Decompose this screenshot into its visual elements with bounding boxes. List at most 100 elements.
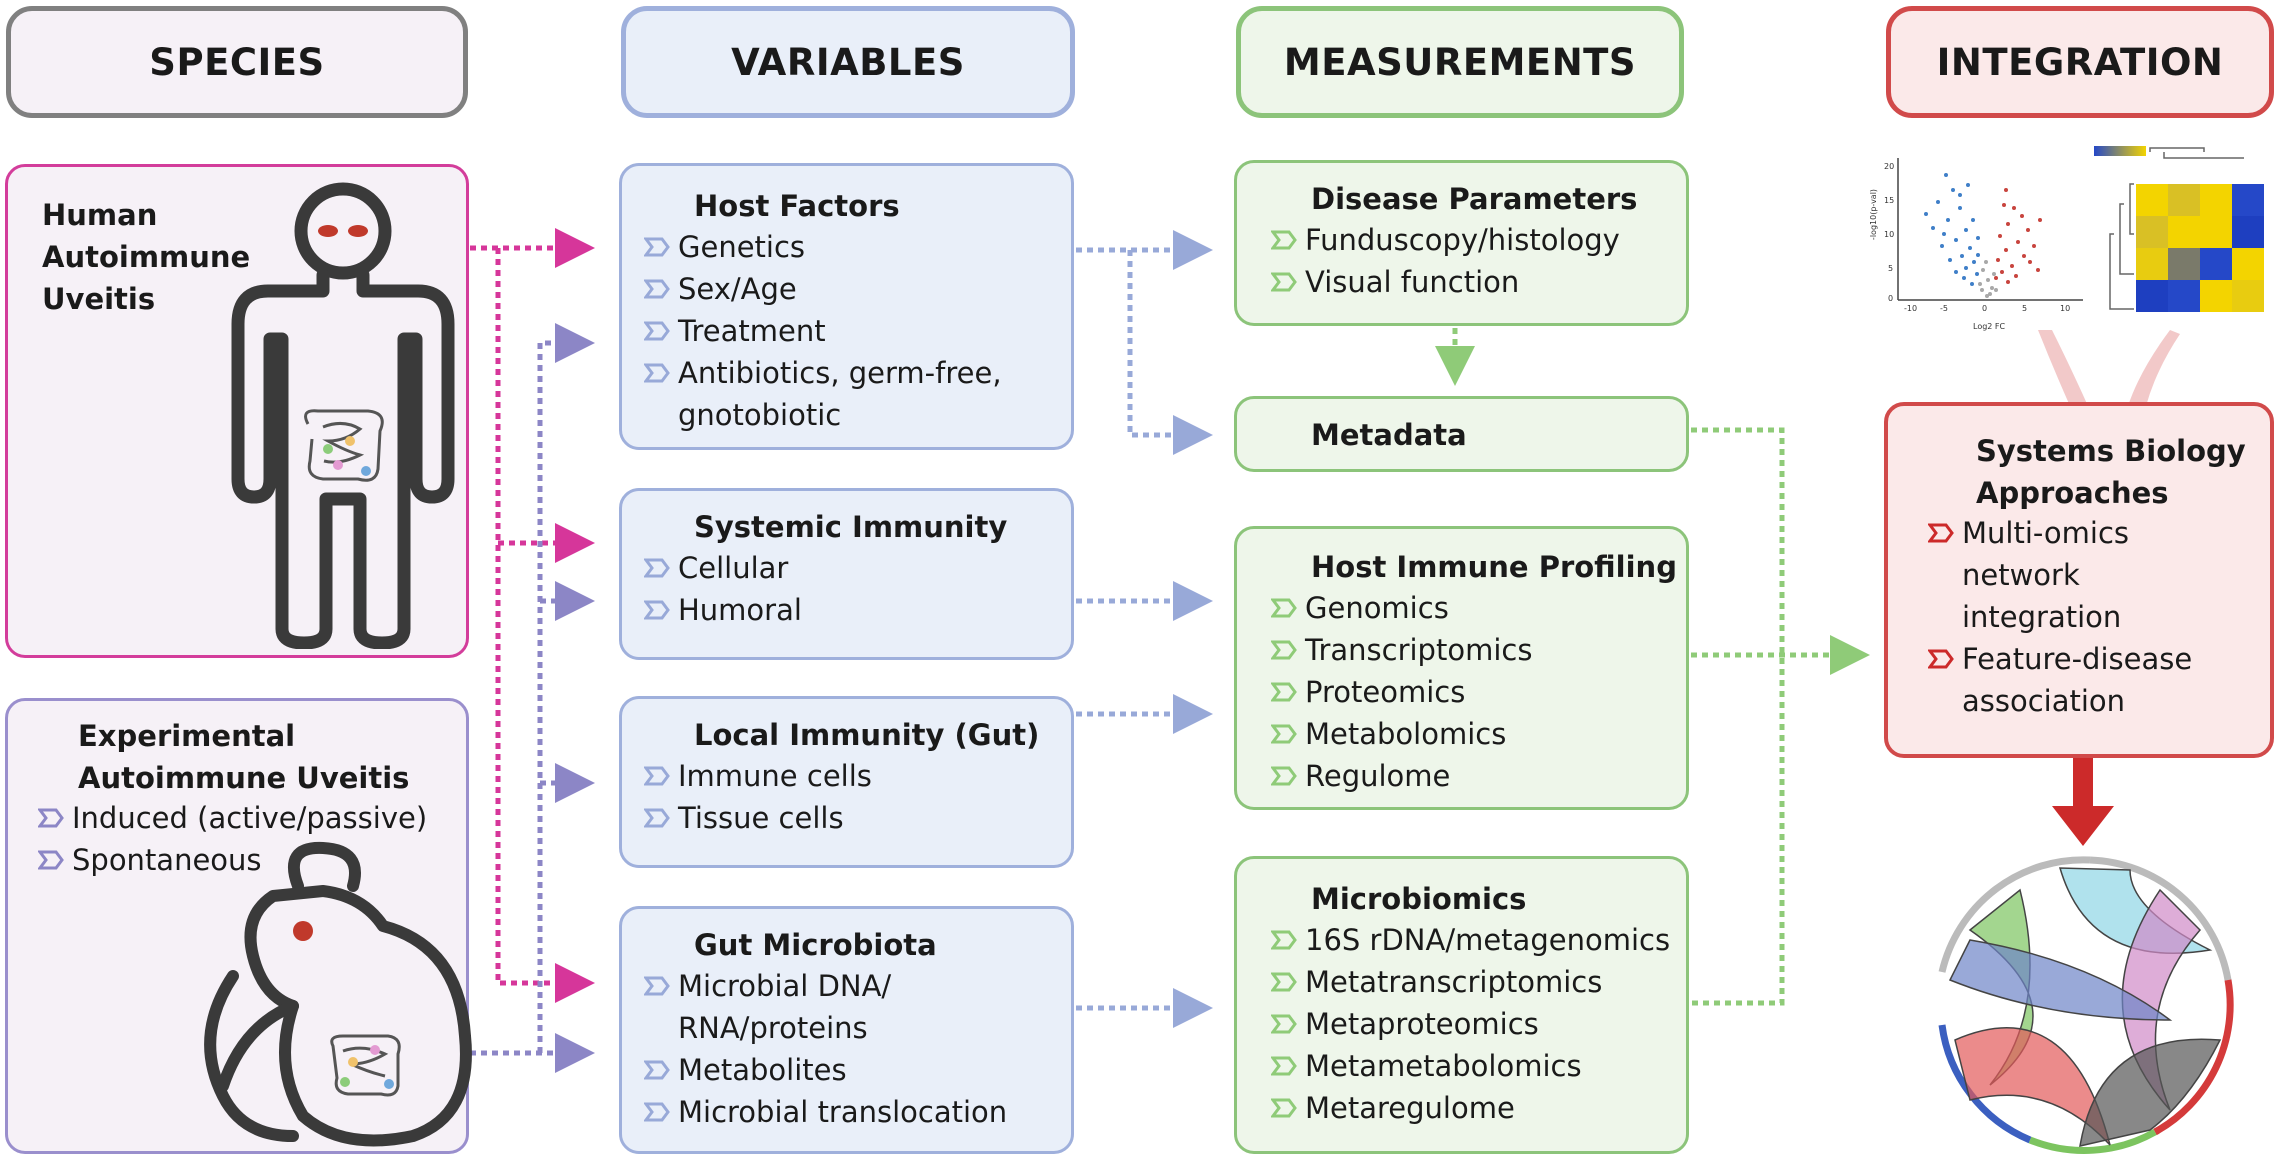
- volcano-xtick: -10: [1904, 304, 1918, 313]
- volcano-xtick: 5: [2022, 304, 2028, 313]
- list-item: Microbial DNA/ RNA/proteins: [644, 965, 1007, 1049]
- chevron-icon: [1271, 261, 1305, 303]
- volcano-xtick: 10: [2060, 304, 2071, 313]
- list-item: 16S rDNA/metagenomics: [1271, 919, 1670, 961]
- systems-biology-items: Multi-omics network integration Feature-…: [1928, 512, 2192, 722]
- chevron-icon: [1928, 512, 1962, 554]
- experimental-autoimmune-uveitis-title: Experimental Autoimmune Uveitis: [78, 719, 410, 795]
- chevron-icon: [1271, 587, 1305, 629]
- host-factors-items: Genetics Sex/Age Treatment Antibiotics, …: [644, 226, 1002, 436]
- microbiomics-box: Microbiomics 16S rDNA/metagenomics Metat…: [1234, 856, 1689, 1154]
- measurements-to-integration-arrows: [1435, 328, 1870, 1006]
- microbiomics-items: 16S rDNA/metagenomics Metatranscriptomic…: [1271, 919, 1670, 1129]
- image-connector-shapes: [2038, 330, 2180, 406]
- list-item: Treatment: [644, 310, 1002, 352]
- chord-diagram-icon: [1938, 856, 2234, 1154]
- species-header-label: SPECIES: [149, 40, 325, 84]
- chevron-icon: [1271, 1045, 1305, 1087]
- volcano-ytick: 15: [1884, 196, 1895, 205]
- chevron-icon: [1271, 755, 1305, 797]
- human-figure-icon: [231, 182, 455, 649]
- chevron-icon: [1271, 713, 1305, 755]
- list-item: Regulome: [1271, 755, 1532, 797]
- gut-microbiota-box: Gut Microbiota Microbial DNA/ RNA/protei…: [619, 906, 1074, 1154]
- host-factors-title: Host Factors: [694, 189, 900, 223]
- measurements-header: MEASUREMENTS: [1236, 6, 1684, 118]
- systems-biology-title: Systems Biology Approaches: [1976, 434, 2246, 510]
- heatmap-icon: [2094, 146, 2264, 312]
- species-header: SPECIES: [6, 6, 468, 118]
- list-item: Tissue cells: [644, 797, 872, 839]
- integration-header: INTEGRATION: [1886, 6, 2274, 118]
- list-item: Antibiotics, germ-free, gnotobiotic: [644, 352, 1002, 436]
- list-item: Multi-omics network integration: [1928, 512, 2192, 638]
- list-item: Funduscopy/histology: [1271, 219, 1620, 261]
- chevron-icon: [644, 797, 678, 839]
- experimental-autoimmune-uveitis-box: Experimental Autoimmune Uveitis Induced …: [5, 698, 472, 1154]
- microbiomics-title: Microbiomics: [1311, 882, 1527, 916]
- list-item: Metaproteomics: [1271, 1003, 1670, 1045]
- host-factors-box: Host Factors Genetics Sex/Age Treatment …: [619, 163, 1074, 450]
- chevron-icon: [644, 268, 678, 310]
- chevron-icon: [1271, 671, 1305, 713]
- variables-header: VARIABLES: [621, 6, 1075, 118]
- systems-biology-box: Systems Biology Approaches Multi-omics n…: [1884, 402, 2274, 758]
- chevron-icon: [38, 839, 72, 881]
- chevron-icon: [644, 352, 678, 394]
- host-immune-profiling-title: Host Immune Profiling: [1311, 550, 1677, 584]
- eau-items: Induced (active/passive) Spontaneous: [38, 797, 427, 881]
- chevron-icon: [1271, 919, 1305, 961]
- chevron-icon: [38, 797, 72, 839]
- gut-microbiota-title: Gut Microbiota: [694, 928, 937, 962]
- intestine-icon: [330, 1034, 401, 1097]
- list-item: Metabolomics: [1271, 713, 1532, 755]
- chevron-icon: [644, 755, 678, 797]
- volcano-ylabel: -log10(p-val): [1869, 188, 1879, 241]
- eau-to-variables-arrows: [470, 323, 595, 1073]
- list-item: Genetics: [644, 226, 1002, 268]
- list-item: Visual function: [1271, 261, 1620, 303]
- human-autoimmune-uveitis-box: Human Autoimmune Uveitis: [5, 164, 469, 658]
- list-item: Spontaneous: [38, 839, 427, 881]
- systemic-immunity-box: Systemic Immunity Cellular Humoral: [619, 488, 1074, 660]
- chevron-icon: [644, 1049, 678, 1091]
- chevron-icon: [644, 226, 678, 268]
- down-arrow: [2052, 758, 2114, 846]
- list-item: Sex/Age: [644, 268, 1002, 310]
- list-item: Induced (active/passive): [38, 797, 427, 839]
- volcano-ytick: 5: [1888, 264, 1894, 273]
- chevron-icon: [644, 547, 678, 589]
- metadata-title: Metadata: [1311, 418, 1467, 452]
- chevron-icon: [644, 965, 678, 1007]
- volcano-xlabel: Log2 FC: [1973, 322, 2006, 331]
- intestine-icon: [304, 409, 384, 482]
- list-item: Microbial translocation: [644, 1091, 1007, 1133]
- volcano-ytick: 20: [1884, 162, 1895, 171]
- list-item: Feature-disease association: [1928, 638, 2192, 722]
- chevron-icon: [644, 589, 678, 631]
- chevron-icon: [1928, 638, 1962, 680]
- mouse-icon: [204, 841, 472, 1147]
- volcano-xtick: -5: [1940, 304, 1948, 313]
- systemic-immunity-items: Cellular Humoral: [644, 547, 802, 631]
- volcano-ytick: 10: [1884, 230, 1895, 239]
- disease-parameters-box: Disease Parameters Funduscopy/histology …: [1234, 160, 1689, 326]
- chevron-icon: [1271, 629, 1305, 671]
- human-to-variables-arrows: [470, 228, 595, 1003]
- list-item: Metatranscriptomics: [1271, 961, 1670, 1003]
- list-item: Metametabolomics: [1271, 1045, 1670, 1087]
- host-immune-profiling-items: Genomics Transcriptomics Proteomics Meta…: [1271, 587, 1532, 797]
- list-item: Proteomics: [1271, 671, 1532, 713]
- list-item: Cellular: [644, 547, 802, 589]
- volcano-xtick: 0: [1982, 304, 1988, 313]
- volcano-plot-icon: -log10(p-val) Log2 FC -10 -5 0 5 10 20 1…: [1869, 150, 2088, 340]
- chevron-icon: [1271, 219, 1305, 261]
- local-immunity-title: Local Immunity (Gut): [694, 718, 1040, 752]
- list-item: Metaregulome: [1271, 1087, 1670, 1129]
- disease-parameters-items: Funduscopy/histology Visual function: [1271, 219, 1620, 303]
- chevron-icon: [644, 310, 678, 352]
- variables-to-measurements-arrows: [1076, 230, 1213, 1028]
- gut-microbiota-items: Microbial DNA/ RNA/proteins Metabolites …: [644, 965, 1007, 1133]
- chevron-icon: [1271, 1003, 1305, 1045]
